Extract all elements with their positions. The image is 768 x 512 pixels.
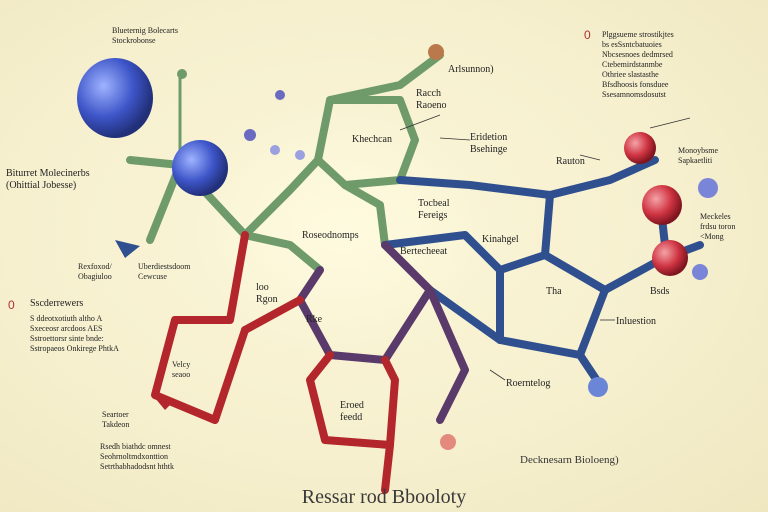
tan-atom-top <box>428 44 444 60</box>
label-kinahgel: Kinahgel <box>482 234 519 246</box>
small-purple-atom-4 <box>295 150 305 160</box>
blue-atom-bottom <box>588 377 608 397</box>
ring-lower-right <box>500 255 605 355</box>
label-erod: Eroed feedd <box>340 400 364 424</box>
label-top-left-header: Blueternig Bolecarts Stockrobonse <box>112 26 178 46</box>
red-atom-mid-right <box>642 185 682 225</box>
red-marker-right: 0 <box>584 28 591 42</box>
pink-atom-bottom <box>440 434 456 450</box>
small-green-atom <box>177 69 187 79</box>
label-lon-rgon: loo Rgon <box>256 282 278 306</box>
blue-arrow-left <box>115 240 140 258</box>
credit-text: Decknesarn Bioloeng) <box>520 454 619 466</box>
label-kheelhen: Khechcan <box>352 134 392 146</box>
blue-atom-left <box>172 140 228 196</box>
large-blue-atom <box>77 58 153 138</box>
label-inluestion: Inluestion <box>616 316 656 328</box>
label-left-block-title: Sscderrewers <box>30 298 83 310</box>
red-marker-left: 0 <box>8 298 15 312</box>
label-arbrunnon: Arlsunnon) <box>448 64 494 76</box>
label-velcy: Velcy seaoo <box>172 360 190 380</box>
small-purple-atom-1 <box>275 90 285 100</box>
red-atom-lower-right <box>652 240 688 276</box>
label-lower-left-a: Rexfoxod/ Obagiuloo <box>78 262 112 282</box>
label-bottom-left-b: Rsedh biathdc omnest Seohrnoltmdxonttion… <box>100 442 174 472</box>
small-purple-atom-2 <box>244 129 256 141</box>
label-rke: Rke <box>306 314 322 326</box>
label-lower-left-b: Uberdiestsdoom Cewcuse <box>138 262 190 282</box>
label-racch: Racch Raoeno <box>416 88 447 112</box>
label-rauton: Rauton <box>556 156 585 168</box>
label-top-right-block: Plggsueme strostikjtes bs esSsntcbatuoie… <box>602 30 674 100</box>
diagram-title: Ressar rod Bbooloty <box>0 486 768 509</box>
label-left-molecule: Biturret Molecinerbs (Ohittial Jobesse) <box>6 168 90 192</box>
red-atom-top-right <box>624 132 656 164</box>
label-tha: Tha <box>546 286 562 298</box>
blue-atom-small-right <box>692 264 708 280</box>
label-bottom-left-a: Seartoer Takdeon <box>102 410 129 430</box>
blue-atom-far-right <box>698 178 718 198</box>
label-erdelon: Eridetion Bsehinge <box>470 132 507 156</box>
label-bsds: Bsds <box>650 286 669 298</box>
label-mecbelos: Meckeles frdsu toron <Mong <box>700 212 735 242</box>
label-bertechecat: Bertecheeat <box>400 246 447 258</box>
small-purple-atom-3 <box>270 145 280 155</box>
label-roerrtelog: Roerntelog <box>506 378 550 390</box>
bond-bottom <box>385 445 390 490</box>
label-monoybeme: Monoybsme Sapkaetliti <box>678 146 718 166</box>
label-left-block-body: S ddeotxotiuth altho A Sxeceosr arcdoos … <box>30 314 119 354</box>
label-roseodhnomde: Roseodnomps <box>302 230 359 242</box>
label-tocbedl: Tocbeal Fereigs <box>418 198 450 222</box>
